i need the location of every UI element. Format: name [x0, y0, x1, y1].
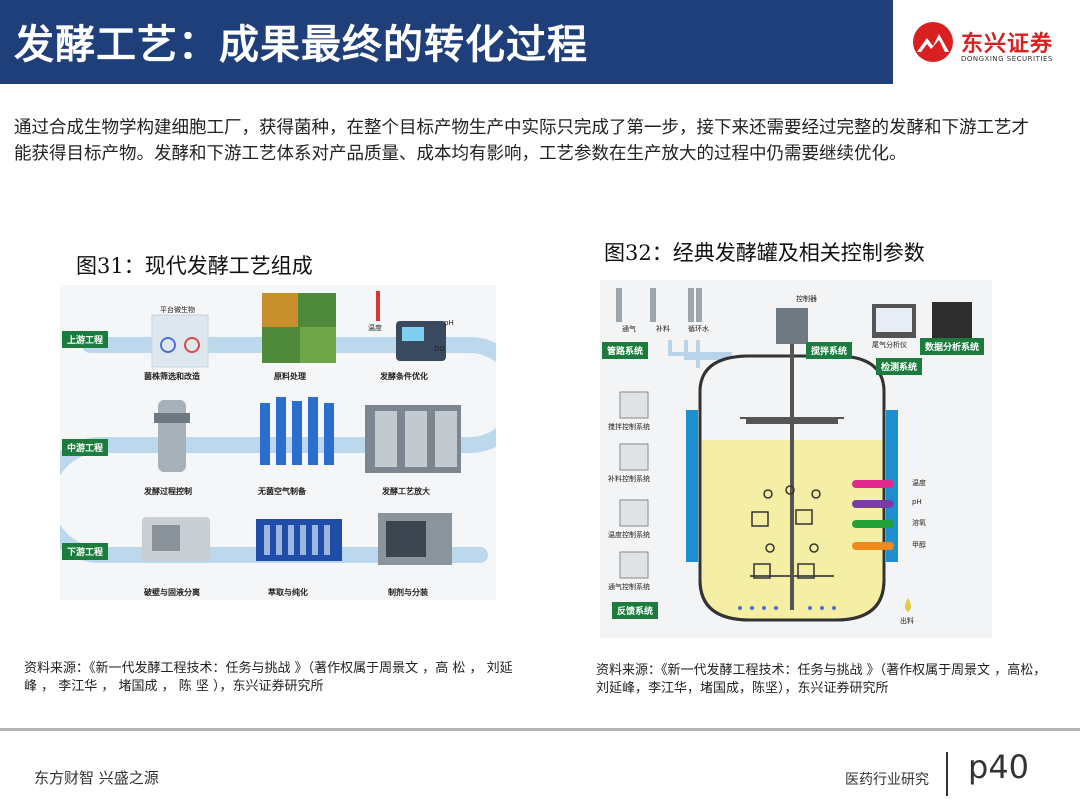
source-note-right: 资料来源：《新一代发酵工程技术：任务与挑战 》（著作权属于周景文 ，高松，刘延峰… [596, 663, 1047, 696]
figure-32-fermenter-diagram: 控制器 通气 补料 循环水 管路系统 搅拌系统 数据分析系统 检测系统 反馈系统… [600, 280, 992, 638]
figure-31-process-diagram: 上游工程 中游工程 下游工程 平台微生物 温度 pH DO 菌株筛选和改造 原料… [60, 285, 496, 600]
step-label: 破壁与固液分离 [144, 588, 200, 597]
header: 发酵工艺：成果最终的转化过程 东兴证券 DONGXING SECURITIES [0, 0, 1080, 84]
outlet-label: 出料 [900, 617, 914, 625]
footer-section: 医药行业研究 [845, 772, 929, 788]
step-label: 发酵工艺放大 [382, 487, 430, 496]
side-system-label: 温度控制系统 [608, 531, 650, 539]
page-number: p40 [968, 748, 1030, 786]
tag-data-analysis-system: 数据分析系统 [920, 338, 985, 355]
source-note-left: 资料来源：《新一代发酵工程技术：任务与挑战 》（著作权属于周景文 ，高 松 ， … [24, 661, 513, 694]
figure-32-title: 图32：经典发酵罐及相关控制参数 [604, 241, 925, 265]
footer-slogan: 东方财智 兴盛之源 [34, 769, 159, 787]
side-system-label: 搅拌控制系统 [608, 423, 650, 431]
process-flow-pipe [60, 291, 496, 565]
controller-label: 控制器 [796, 295, 817, 303]
sensor-label-do: DO [434, 345, 445, 353]
tag-stirring-system: 搅拌系统 [806, 342, 853, 359]
logo: 东兴证券 DONGXING SECURITIES [893, 0, 1080, 84]
param-label-methanol: 甲醇 [912, 541, 926, 549]
step-label: 萃取与纯化 [268, 588, 308, 597]
footer-divider-line [0, 728, 1080, 731]
step-label: 发酵过程控制 [144, 487, 192, 496]
tag-detection-system: 检测系统 [876, 358, 923, 375]
param-label-ph: pH [912, 498, 922, 506]
inlet-label-feed: 补料 [656, 325, 670, 333]
step-label: 原料处理 [274, 372, 306, 381]
tag-feedback-system: 反馈系统 [612, 602, 659, 619]
param-label-do: 溶氧 [912, 519, 926, 527]
platform-microbe-label: 平台微生物 [160, 306, 195, 314]
step-label: 发酵条件优化 [380, 372, 428, 381]
step-label: 菌株筛选和改造 [144, 372, 200, 381]
intro-paragraph: 通过合成生物学构建细胞工厂，获得菌种，在整个目标产物生产中实际只完成了第一步，接… [14, 118, 1029, 164]
stage-tag-midstream: 中游工程 [62, 439, 109, 456]
tag-pipeline-system: 管路系统 [602, 342, 649, 359]
sensor-label-ph: pH [444, 319, 454, 327]
inlet-label-air: 通气 [622, 325, 636, 333]
stage-tag-downstream: 下游工程 [62, 543, 109, 560]
side-system-label: 通气控制系统 [608, 583, 650, 591]
logo-text-cn: 东兴证券 [961, 32, 1054, 57]
side-system-label: 补料控制系统 [608, 475, 650, 483]
inlet-label-water: 循环水 [688, 325, 709, 333]
page-title: 发酵工艺：成果最终的转化过程 [14, 22, 588, 68]
stage-tag-upstream: 上游工程 [62, 331, 109, 348]
fermenter-drawing [616, 288, 972, 622]
sensor-label-temp: 温度 [368, 324, 382, 332]
param-label-temp: 温度 [912, 479, 926, 487]
figure-31-title: 图31：现代发酵工艺组成 [76, 254, 313, 278]
title-bar: 发酵工艺：成果最终的转化过程 [0, 0, 893, 84]
logo-text-en: DONGXING SECURITIES [961, 55, 1053, 63]
step-label: 无菌空气制备 [258, 487, 306, 496]
tail-gas-analyzer-label: 尾气分析仪 [872, 341, 907, 349]
dongxing-logo-icon [913, 22, 953, 62]
footer-vertical-divider [946, 752, 948, 796]
step-label: 制剂与分装 [388, 588, 428, 597]
